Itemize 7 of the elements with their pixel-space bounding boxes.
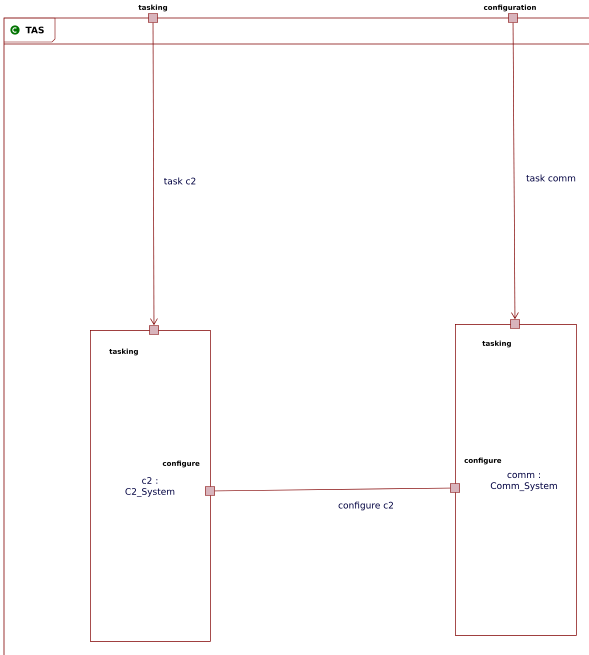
connector <box>511 22 519 320</box>
edge-label: task c2 <box>162 176 198 186</box>
frame-title: TAS <box>26 26 44 34</box>
edge-label: task comm <box>525 174 577 182</box>
connector <box>150 22 158 326</box>
connector <box>214 488 451 492</box>
edge-label: configure c2 <box>337 500 395 512</box>
